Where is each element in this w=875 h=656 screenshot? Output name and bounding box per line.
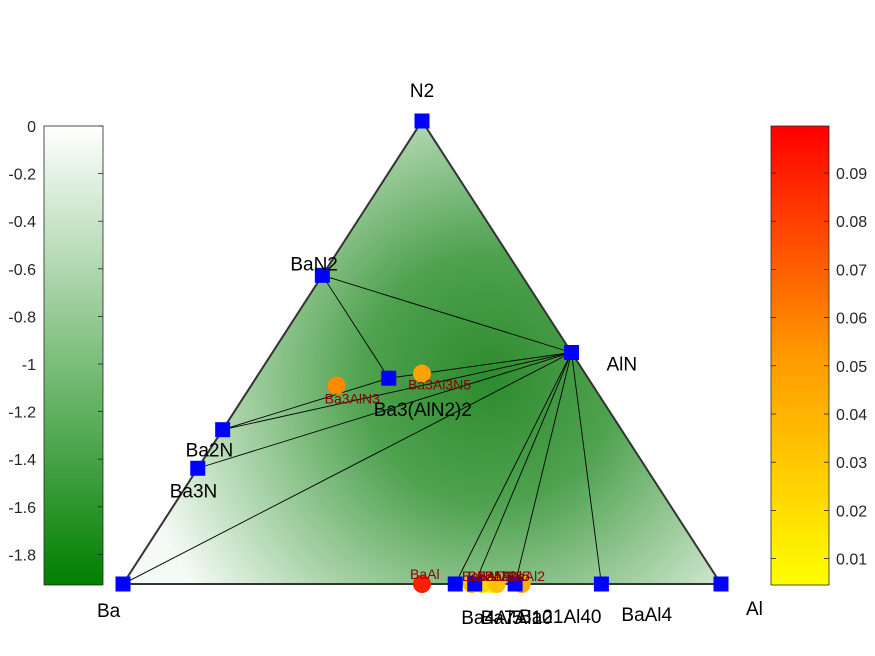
- stable-phase-label-ba3-aln2-2: Ba3(AlN2)2: [374, 400, 472, 421]
- tie-line: [222, 352, 572, 431]
- stable-phase-label-aln: AlN: [607, 355, 638, 376]
- unstable-phase-label-ba5al8: Ba5Al8: [477, 568, 522, 584]
- tie-line: [122, 352, 572, 585]
- energy-tick-label: -0.8: [8, 309, 36, 326]
- stable-phase-label-ba4al5: Ba4Al5: [461, 608, 522, 629]
- tie-line: [571, 352, 602, 585]
- stable-phase-marker-ba3n: [190, 460, 206, 476]
- unstable-phase-label-ba3aln3: Ba3AlN3: [325, 391, 380, 407]
- unstable-phase-label-ba3al5: Ba3Al5: [485, 568, 530, 584]
- unstable-phase-marker-ba3aln3: [327, 376, 346, 395]
- stable-phase-marker-n2: [414, 113, 430, 129]
- unstable-phase-marker-baal: [413, 575, 431, 593]
- tie-line: [322, 274, 572, 353]
- stable-phase-label-ba2n: Ba2N: [186, 441, 234, 462]
- hull-tick-label: 0.08: [836, 214, 867, 231]
- energy-tick-label: -0.4: [8, 214, 36, 231]
- hull-distance-colorbar: 0.09 0.08 0.07 0.06 0.05 0.04 0.03 0.02 0.01: [770, 125, 867, 586]
- tie-line: [474, 352, 572, 585]
- hull-tick-label: 0.06: [836, 311, 867, 328]
- tie-line: [321, 275, 390, 379]
- tie-line: [454, 352, 572, 585]
- energy-tick-label: -1.4: [8, 452, 36, 469]
- stable-phase-marker-ba3-aln2-2: [381, 370, 397, 386]
- energy-tick-label: 0: [27, 119, 36, 136]
- stable-phase-marker-aln: [564, 345, 579, 360]
- energy-tick-label: -1.8: [8, 547, 36, 564]
- unstable-phase-label-baal: BaAl: [410, 566, 440, 582]
- energy-tick-label: -0.2: [8, 167, 36, 184]
- stable-phase-label-ba21al40: Ba21Al40: [519, 607, 601, 628]
- unstable-phase-marker-ba3al3n5: [412, 364, 431, 383]
- stable-phase-marker-ba7al10: [467, 576, 483, 592]
- energy-tick-label: -0.6: [8, 262, 36, 279]
- tie-lines: [122, 274, 602, 585]
- unstable-phase-label-ba3al3n5: Ba3Al3N5: [408, 377, 471, 393]
- hull-tick-label: 0.09: [836, 166, 867, 183]
- stable-phase-marker-ba: [115, 576, 131, 592]
- hull-tick-label: 0.05: [836, 359, 867, 376]
- stable-phase-label-al: Al: [746, 599, 763, 620]
- unstable-phase-label-ba5al7: Ba5Al7: [462, 568, 507, 584]
- stable-phase-marker-ba4al5: [447, 576, 463, 592]
- stable-phase-markers: [115, 113, 729, 592]
- energy-tick-label: -1.6: [8, 500, 36, 517]
- energy-colorbar: 0 -0.2 -0.4 -0.6 -0.8 -1 -1.2 -1.4 -1.6 -1.8: [8, 119, 104, 586]
- stable-phase-label-baal4: BaAl4: [621, 605, 672, 626]
- stable-phase-marker-ba2n: [215, 422, 231, 438]
- hull-tick-label: 0.07: [836, 262, 867, 279]
- hull-tick-label: 0.01: [836, 552, 867, 569]
- hull-tick-label: 0.03: [836, 455, 867, 472]
- unstable-phase-label-ba2al3: Ba2Al3: [468, 568, 513, 584]
- stable-phase-label-ban2: BaN2: [290, 254, 338, 275]
- stable-phase-label-ba7al10: Ba7Al10: [481, 608, 553, 629]
- stable-phase-marker-ba21al40: [507, 576, 523, 592]
- stable-phase-marker-baal4: [593, 576, 609, 592]
- hull-tick-label: 0.02: [836, 503, 867, 520]
- energy-tick-label: -1: [22, 357, 36, 374]
- unstable-phase-label-baal2: BaAl2: [508, 568, 546, 584]
- stable-phase-label-ba3n: Ba3N: [170, 481, 218, 502]
- tie-line: [222, 377, 389, 431]
- stable-phase-marker-al: [713, 576, 729, 592]
- stable-phase-label-n2: N2: [410, 81, 434, 102]
- tie-line: [514, 352, 572, 585]
- energy-tick-label: -1.2: [8, 405, 36, 422]
- stable-phase-marker-ban2: [314, 267, 330, 283]
- hull-tick-label: 0.04: [836, 407, 867, 424]
- unstable-phase-marker-ba3al5: [487, 575, 506, 593]
- tie-line: [197, 352, 572, 469]
- stable-phase-label-ba: Ba: [97, 601, 121, 622]
